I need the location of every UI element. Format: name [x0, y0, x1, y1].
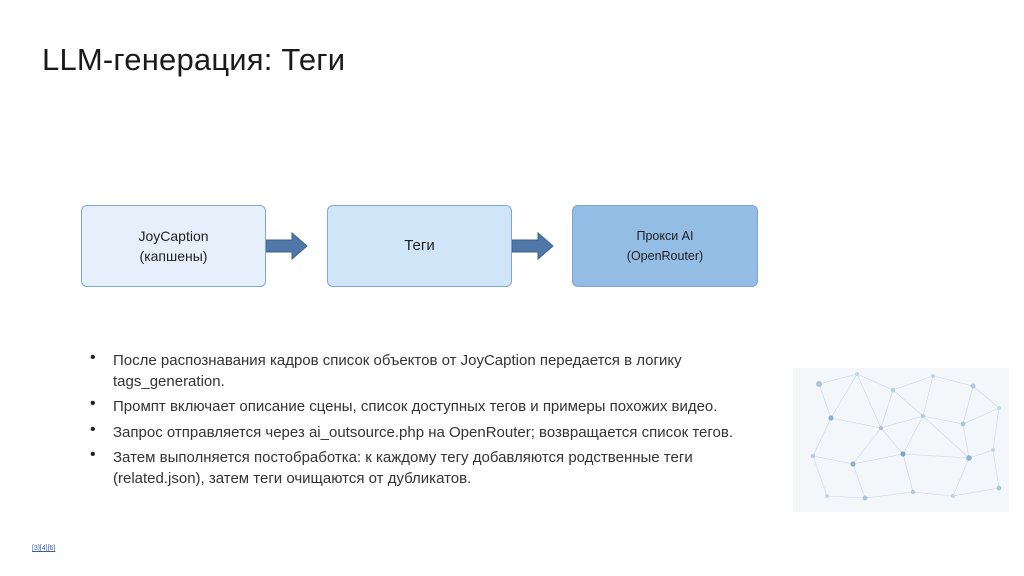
- flow-box-joycaption: JoyCaption (капшены): [81, 205, 266, 287]
- flow-box-ai-proxy-line2: (OpenRouter): [627, 246, 703, 266]
- flow-box-tags-label: Теги: [404, 236, 435, 256]
- bullet-dot-icon: •: [90, 420, 96, 441]
- bullet-dot-icon: •: [90, 445, 96, 466]
- flow-box-ai-proxy-line1: Прокси AI: [636, 226, 693, 246]
- bullet-item: • Промпт включает описание сцены, список …: [90, 397, 770, 418]
- bullet-item: • После распознавания кадров список объек…: [90, 351, 770, 392]
- flow-box-joycaption-line2: (капшены): [140, 246, 208, 266]
- flow-box-joycaption-line1: JoyCaption: [138, 226, 208, 246]
- flow-arrow-1-icon: [266, 231, 308, 261]
- bullet-text: Запрос отправляется через ai_outsource.p…: [113, 424, 733, 441]
- bullet-item: • Запрос отправляется через ai_outsource.…: [90, 423, 770, 444]
- slide-title: LLM-генерация: Теги: [42, 42, 345, 78]
- flow-arrow-2-icon: [512, 231, 554, 261]
- flow-box-tags: Теги: [327, 205, 512, 287]
- bullet-text: Промпт включает описание сцены, список д…: [113, 398, 717, 415]
- flow-box-ai-proxy: Прокси AI (OpenRouter): [572, 205, 758, 287]
- bullet-dot-icon: •: [90, 348, 96, 369]
- bullet-list: • После распознавания кадров список объек…: [90, 351, 770, 494]
- bullet-text: Затем выполняется постобработка: к каждо…: [113, 449, 693, 487]
- reference-links[interactable]: [3][4][6]: [32, 545, 55, 552]
- network-graph-decoration: [793, 368, 1009, 512]
- bullet-dot-icon: •: [90, 394, 96, 415]
- bullet-text: После распознавания кадров список объект…: [113, 352, 682, 390]
- bullet-item: • Затем выполняется постобработка: к кажд…: [90, 448, 770, 489]
